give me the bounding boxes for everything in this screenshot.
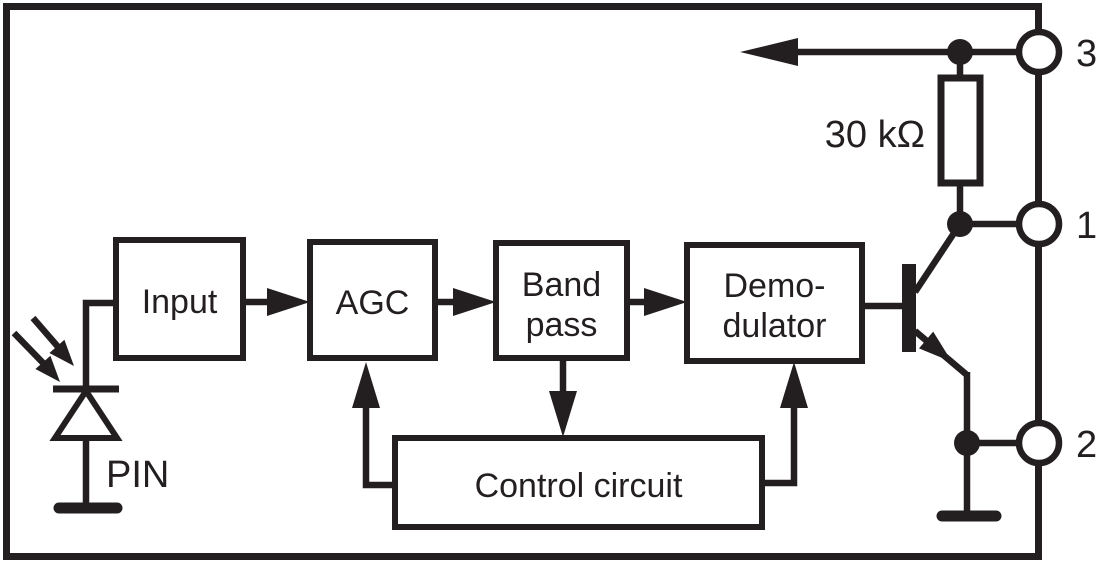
junction-dot-collector bbox=[947, 211, 973, 237]
light-ray-2-wire bbox=[11, 330, 49, 369]
supply-arrowhead-icon bbox=[740, 38, 798, 66]
light-ray-2-arrowhead-icon bbox=[35, 355, 60, 382]
control-to-agc-wire bbox=[362, 404, 395, 489]
agc-block-label: AGC bbox=[336, 284, 410, 322]
pin-3-label: 3 bbox=[1076, 33, 1097, 75]
transistor-base-bar bbox=[902, 264, 916, 352]
transistor-emitter-arrowhead-icon bbox=[919, 331, 952, 362]
bandpass-to-control-arrowhead-icon bbox=[549, 391, 577, 437]
transistor-collector-wire bbox=[912, 225, 961, 294]
demodulator-block bbox=[684, 242, 865, 364]
pin-3-terminal bbox=[1015, 28, 1063, 76]
input-block bbox=[113, 237, 246, 361]
junction-dot-emitter bbox=[954, 430, 980, 456]
agc-to-bandpass-arrowhead-icon bbox=[453, 288, 496, 316]
control-circuit-block bbox=[392, 435, 765, 530]
control-to-demodulator-arrowhead-icon bbox=[780, 362, 808, 408]
bandpass-block-label-line1: Band bbox=[522, 266, 601, 304]
pin-1-label: 1 bbox=[1076, 205, 1097, 247]
input-to-agc-arrowhead-icon bbox=[267, 288, 310, 316]
pin-2-label: 2 bbox=[1076, 424, 1097, 466]
bandpass-block bbox=[493, 240, 630, 361]
junction-dot-supply bbox=[947, 39, 973, 65]
control-to-demodulator-wire bbox=[762, 404, 798, 487]
light-ray-1-arrowhead-icon bbox=[49, 339, 74, 366]
pin-1-terminal bbox=[1015, 200, 1063, 248]
demodulator-block-label-line1: Demo- bbox=[723, 267, 825, 305]
control-circuit-block-label: Control circuit bbox=[475, 467, 683, 505]
agc-block bbox=[307, 239, 438, 361]
bandpass-to-demodulator-arrowhead-icon bbox=[644, 288, 687, 316]
control-to-agc-arrowhead-icon bbox=[352, 362, 380, 408]
photodiode-label: PIN bbox=[106, 454, 169, 496]
input-block-label: Input bbox=[142, 283, 218, 321]
bandpass-block-label-line2: pass bbox=[526, 306, 598, 344]
demodulator-block-label-line2: dulator bbox=[723, 307, 827, 345]
photodiode-triangle bbox=[49, 385, 123, 441]
pin-2-terminal bbox=[1015, 419, 1063, 467]
module-outline bbox=[3, 3, 1042, 560]
light-ray-1-wire bbox=[30, 315, 62, 351]
resistor-30k bbox=[937, 74, 984, 187]
resistor-value-label: 30 kΩ bbox=[825, 114, 925, 156]
